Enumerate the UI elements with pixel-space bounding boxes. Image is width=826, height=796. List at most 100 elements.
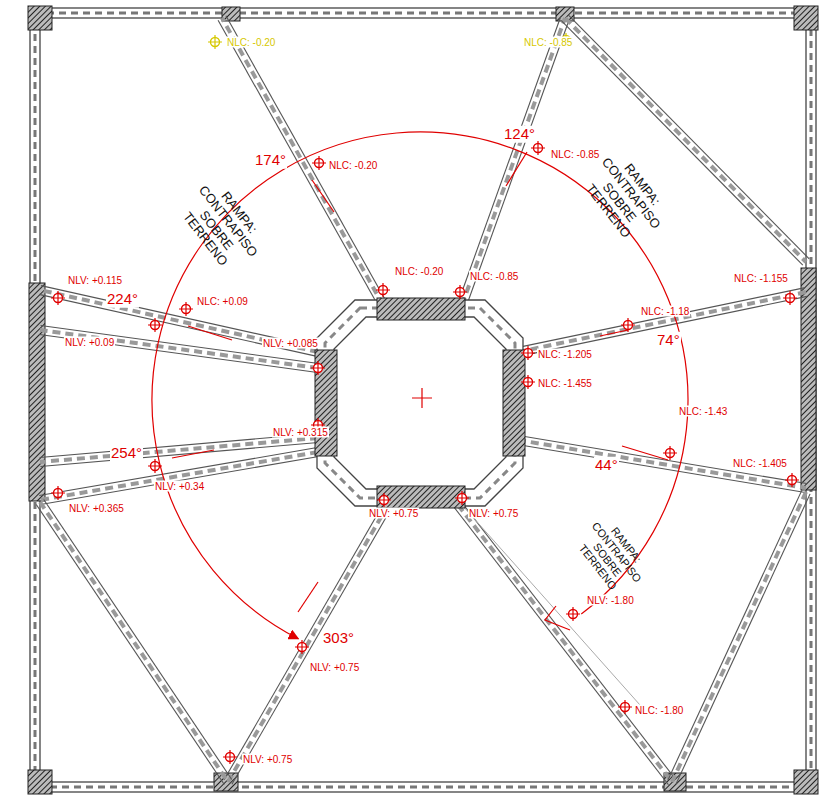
level-marker xyxy=(51,486,65,500)
level-label: NLC: -1.155 xyxy=(733,273,789,284)
level-marker xyxy=(51,291,65,305)
beam-edge xyxy=(41,456,319,504)
core-column xyxy=(377,486,465,508)
level-label: NLC: -1.205 xyxy=(537,349,593,360)
beam xyxy=(668,490,810,784)
level-label: NLC: -1.405 xyxy=(732,458,788,469)
wall-outer xyxy=(30,8,816,792)
angle-label: 224° xyxy=(106,291,139,308)
beam-edge xyxy=(454,508,668,785)
beam xyxy=(39,326,318,373)
beam-edge xyxy=(218,20,379,307)
column xyxy=(794,770,818,794)
beam-edge xyxy=(519,436,807,484)
beam xyxy=(562,15,809,265)
beam-edge xyxy=(562,21,803,265)
angle-leader xyxy=(172,450,214,458)
beam-fill xyxy=(458,505,672,782)
beam-edge xyxy=(462,502,676,779)
level-label: NLV: +0.75 xyxy=(368,508,419,519)
level-marker xyxy=(208,35,222,49)
level-label: NLV: -1.80 xyxy=(586,595,635,606)
angle-label: 74° xyxy=(656,332,681,349)
angle-leader xyxy=(312,180,334,212)
beam xyxy=(39,286,319,357)
level-label: NLV: +0.365 xyxy=(68,503,125,514)
level-label: NLC: -0.85 xyxy=(523,37,573,48)
beam xyxy=(458,16,569,306)
beam-edge xyxy=(39,448,317,496)
column xyxy=(28,6,52,30)
beam xyxy=(40,434,319,467)
angle-label: 124° xyxy=(503,126,536,143)
beam-fill xyxy=(222,18,383,305)
wall-hatch xyxy=(35,13,811,787)
level-marker xyxy=(148,459,162,473)
beam-fill xyxy=(40,330,318,368)
level-marker xyxy=(179,302,193,316)
level-label: NLV: +0.75 xyxy=(309,662,360,673)
angle-leader xyxy=(188,326,232,340)
walls xyxy=(30,8,816,792)
beam-fill xyxy=(228,505,388,782)
level-marker xyxy=(521,375,535,389)
angle-leaders xyxy=(172,152,668,630)
beam xyxy=(517,436,806,493)
ramp-note: RAMPA: CONTRAPISO SOBRE TERRENO xyxy=(172,173,272,279)
level-markers xyxy=(51,33,799,764)
beam-fill xyxy=(40,290,318,352)
column xyxy=(801,268,816,490)
ramp-note: RAMPA: CONTRAPISO SOBRE TERRENO xyxy=(570,511,655,601)
octagon-core xyxy=(315,298,525,508)
level-label: NLC: -0.20 xyxy=(394,266,444,277)
beam-fill xyxy=(462,18,565,305)
level-marker xyxy=(223,750,237,764)
level-label: NLV: +0.115 xyxy=(67,275,123,286)
beam-edge xyxy=(676,494,810,784)
angle-label: 44° xyxy=(594,457,619,474)
level-label: NLC: -1.18 xyxy=(640,306,690,317)
level-label: NLC: -1.80 xyxy=(634,705,684,716)
beam xyxy=(224,503,392,785)
core-column xyxy=(503,350,525,456)
beam xyxy=(454,502,675,785)
level-marker xyxy=(663,446,677,460)
angle-leader xyxy=(622,446,668,460)
angle-leader xyxy=(506,152,527,186)
angle-leader xyxy=(545,606,570,630)
beams xyxy=(36,15,810,785)
level-marker xyxy=(618,700,632,714)
angle-leader xyxy=(298,582,318,612)
level-label: NLC: -0.85 xyxy=(550,149,600,160)
beam xyxy=(517,288,807,357)
ramp-note: RAMPA: CONTRAPISO SOBRE TERRENO xyxy=(575,145,675,251)
level-label: NLV: +0.34 xyxy=(154,481,205,492)
beam-edge xyxy=(232,507,392,784)
beam-edge xyxy=(466,20,569,307)
level-label: NLV: +0.085 xyxy=(262,338,319,349)
angle-leader xyxy=(600,330,628,336)
level-label: NLV: +0.75 xyxy=(242,754,293,765)
column xyxy=(28,770,52,794)
level-label: NLC: -1.43 xyxy=(678,406,728,417)
rotation-arc xyxy=(152,132,688,639)
column xyxy=(29,283,45,501)
beam-fill xyxy=(518,440,806,488)
beam xyxy=(39,448,319,505)
octagon-beam xyxy=(325,308,515,498)
beam-edge xyxy=(41,326,319,364)
level-marker xyxy=(621,318,635,332)
angle-label: 303° xyxy=(322,630,355,647)
octagon-inner xyxy=(334,317,506,489)
level-label: NLV: +0.315 xyxy=(272,427,329,438)
core-column xyxy=(377,298,465,320)
center-mark xyxy=(412,388,432,408)
level-label: NLC: -0.20 xyxy=(328,160,378,171)
level-label: NLV: +0.75 xyxy=(468,508,519,519)
columns xyxy=(28,6,818,794)
octagon-outer xyxy=(317,300,523,506)
beam-edge xyxy=(517,288,805,348)
angle-label: 254° xyxy=(110,445,143,462)
level-marker xyxy=(785,473,799,487)
